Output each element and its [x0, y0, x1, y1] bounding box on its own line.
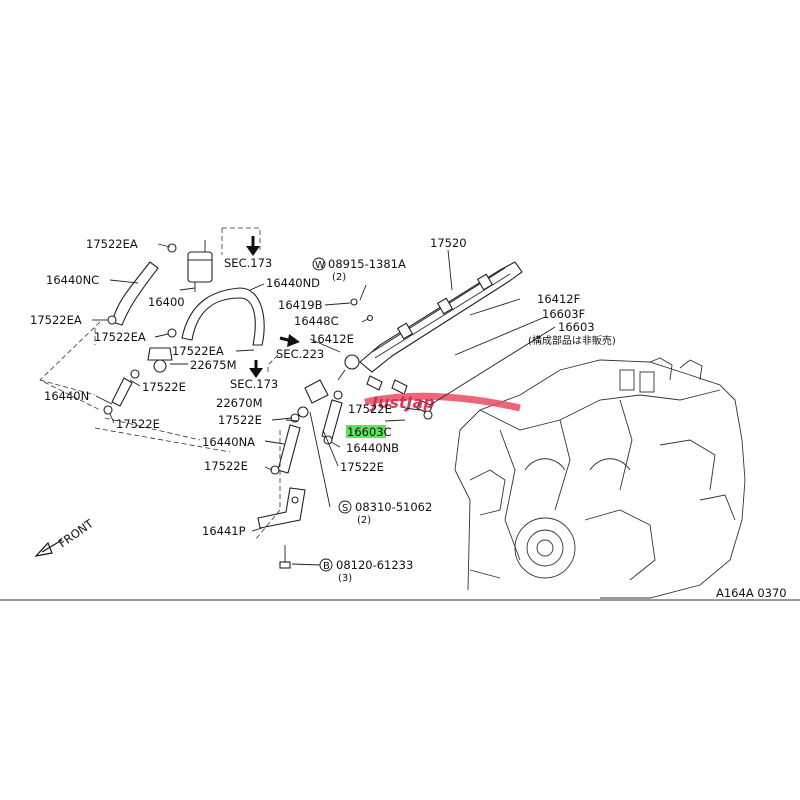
- arrow-sec223: [279, 334, 300, 347]
- clip-17522ea-left: [107, 315, 117, 325]
- b-mark: B: [323, 561, 330, 572]
- label-16440nb: 16440NB: [346, 441, 399, 455]
- label-16448c: 16448C: [294, 314, 339, 328]
- label-16412f: 16412F: [537, 292, 580, 306]
- diagram-code: A164A 0370: [716, 586, 787, 600]
- label-17522e-a: 17522E: [142, 380, 186, 394]
- label-b-bolt: 08120-61233: [336, 558, 413, 572]
- label-sec173-top: SEC.173: [224, 256, 272, 270]
- label-17522e-f: 17522E: [340, 460, 384, 474]
- label-16603-note: (構成部品は非販売): [528, 334, 616, 347]
- label-17522ea-right: 17522EA: [172, 344, 224, 358]
- watermark-text: JustJap: [369, 393, 435, 412]
- bolt-16419b: [350, 298, 358, 306]
- clip-17522e-bottom: [270, 465, 280, 475]
- hose-16440nc: [111, 261, 159, 326]
- clip-17522ea-mid: [167, 328, 177, 338]
- b-mark-circle: [319, 558, 333, 572]
- s-mark-circle: [338, 500, 352, 514]
- label-sec223: SEC.223: [276, 347, 324, 361]
- label-16603: 16603: [558, 320, 595, 334]
- fuel-filter: [187, 240, 213, 292]
- label-17520: 17520: [430, 236, 467, 250]
- label-17522ea-left: 17522EA: [30, 313, 82, 327]
- hose-left-short: [111, 377, 133, 407]
- bracket-16441p: [257, 487, 306, 569]
- label-22670m: 22670M: [216, 396, 263, 410]
- label-16412e: 16412E: [310, 332, 354, 346]
- w-mark: W: [315, 260, 325, 271]
- label-16440na: 16440NA: [202, 435, 255, 449]
- label-16440nd: 16440ND: [266, 276, 320, 290]
- label-s-bolt: 08310-51062: [355, 500, 432, 514]
- label-s-bolt-qty: (2): [357, 515, 371, 526]
- label-17522e-c: 17522E: [218, 413, 262, 427]
- label-17522e-b: 17522E: [116, 417, 160, 431]
- w-mark-circle: [312, 257, 326, 271]
- clip-16448c: [366, 314, 374, 322]
- label-16440nc: 16440NC: [46, 273, 99, 287]
- arrow-sec173-mid: [249, 360, 263, 378]
- label-w-bolt-qty: (2): [332, 272, 346, 283]
- label-17522ea-mid: 17522EA: [94, 330, 146, 344]
- group-dashed-lines: [39, 227, 281, 541]
- front-arrow: [34, 539, 63, 557]
- s-mark: S: [342, 503, 348, 514]
- label-16603f: 16603F: [542, 307, 585, 321]
- fuel-rail: [337, 261, 523, 381]
- clip-17522e-mid-left: [130, 369, 140, 379]
- hose-16440nb: [321, 399, 343, 440]
- label-16400: 16400: [148, 295, 185, 309]
- clip-17522ea-top: [167, 243, 177, 253]
- label-16603c: 16603C: [347, 425, 392, 439]
- injectors: [333, 375, 433, 420]
- hose-16440na: [277, 424, 301, 474]
- hose-16440nd: [181, 287, 265, 346]
- arrow-sec173-top: [246, 236, 260, 256]
- label-b-bolt-qty: (3): [338, 573, 352, 584]
- watermark: JustJap: [364, 392, 521, 412]
- label-front: FRONT: [56, 516, 97, 551]
- label-16419b: 16419B: [278, 298, 323, 312]
- label-16440n: 16440N: [44, 389, 89, 403]
- label-16441p: 16441P: [202, 524, 246, 538]
- label-22675m: 22675M: [190, 358, 237, 372]
- part-labels: 17522EA 16440NC 16400 17522EA 17522EA 17…: [30, 236, 787, 600]
- engine-block: [454, 357, 746, 599]
- label-w-bolt: 08915-1381A: [328, 257, 406, 271]
- highlight-16603c: [346, 425, 386, 438]
- label-17522e-d: 17522E: [204, 459, 248, 473]
- label-17522ea-top: 17522EA: [86, 237, 138, 251]
- label-17522e-e: 17522E: [348, 402, 392, 416]
- regulator-22670m: [290, 379, 329, 423]
- label-sec173-mid: SEC.173: [230, 377, 278, 391]
- clip-17522e-left: [103, 405, 113, 415]
- leader-lines: [92, 243, 556, 566]
- pulsation-damper-22675m: [147, 347, 173, 373]
